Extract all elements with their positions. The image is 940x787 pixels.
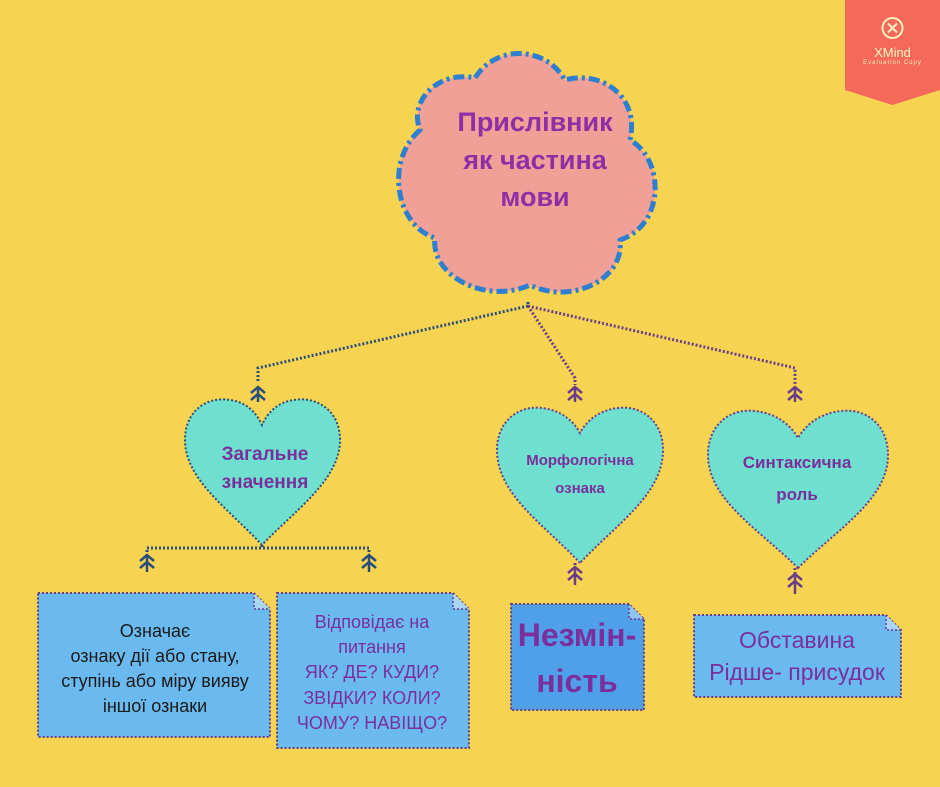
- watermark-badge: [845, 0, 940, 105]
- connector-root-heart-2: [526, 305, 577, 385]
- arrow-mark: [787, 572, 803, 594]
- root-topic-title: Прислівник як частина мови: [457, 106, 613, 213]
- heart-node-syntax[interactable]: [706, 409, 890, 570]
- note-card-4[interactable]: [693, 614, 902, 698]
- note-text-questions: Відповідає на питання ЯК? ДЕ? КУДИ? ЗВІД…: [296, 612, 448, 733]
- connectors-level-1: [256, 302, 797, 385]
- heart-label-morphology: Морфологічна ознака: [526, 451, 634, 498]
- arrow-mark: [361, 553, 377, 572]
- arrow-mark: [250, 385, 266, 402]
- connector-root-heart-1: [256, 302, 530, 382]
- heart-label-general-meaning: Загальне значення: [221, 444, 309, 493]
- connector-root-heart-3: [527, 304, 797, 385]
- arrow-mark: [787, 385, 803, 402]
- arrow-mark: [567, 385, 583, 402]
- arrow-mark: [567, 565, 583, 585]
- heart-label-syntax: Синтаксична роль: [742, 452, 852, 504]
- watermark-subtitle: Evaluation Copy: [863, 60, 922, 66]
- root-cloud[interactable]: [396, 51, 658, 295]
- watermark-brand: XMind: [874, 45, 911, 60]
- note-card-2[interactable]: [276, 592, 470, 749]
- connector-heart-1-notes: [145, 545, 371, 552]
- note-text-syntax-role: Обставина Рідше- присудок: [709, 626, 885, 685]
- heart-node-morphology[interactable]: [495, 406, 665, 565]
- note-text-invariability: Незмін- ність: [517, 616, 637, 699]
- note-card-3[interactable]: [510, 603, 645, 711]
- note-text-meaning: Означає ознаку дії або стану, ступінь аб…: [61, 620, 249, 717]
- arrow-mark: [139, 553, 155, 572]
- note-card-1[interactable]: [37, 592, 271, 738]
- connectors-level-2: [145, 545, 797, 574]
- heart-node-general-meaning[interactable]: [183, 398, 342, 547]
